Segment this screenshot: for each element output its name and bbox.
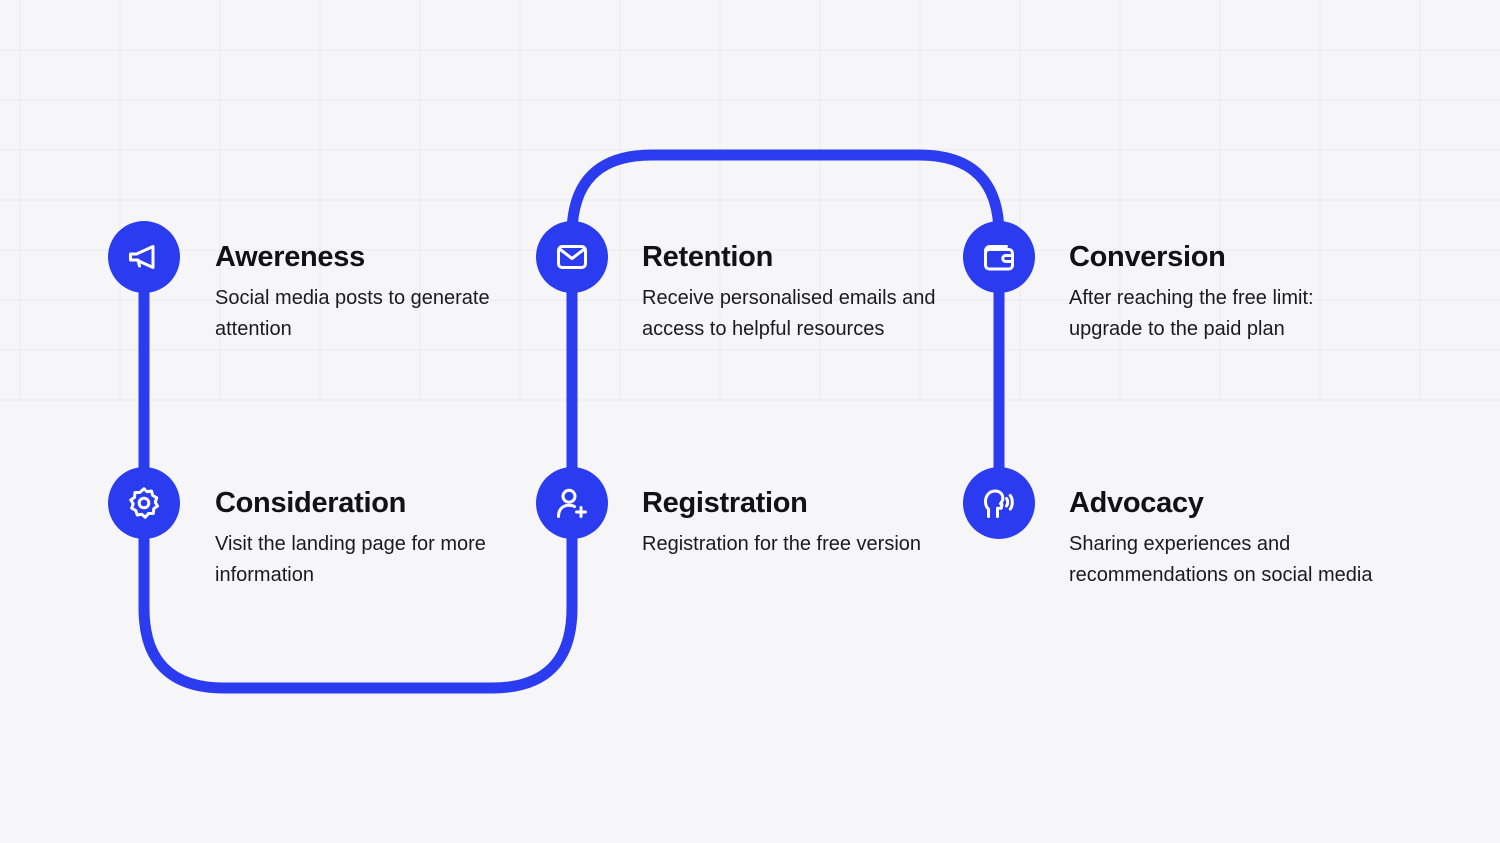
step-description: After reaching the free limit: upgrade t… xyxy=(1069,287,1314,340)
step-awareness: Awereness Social media posts to generate… xyxy=(215,239,555,345)
speaking-head-icon xyxy=(984,489,1014,518)
mail-icon xyxy=(557,245,587,269)
user-plus-icon xyxy=(557,488,587,518)
speaking-head-node xyxy=(963,467,1035,539)
step-description: Receive personalised emails and access t… xyxy=(642,287,936,340)
mail-node xyxy=(536,221,608,293)
step-title: Advocacy xyxy=(1069,487,1204,519)
wallet-icon xyxy=(984,245,1014,271)
user-plus-node xyxy=(536,467,608,539)
gear-node xyxy=(108,467,180,539)
step-description: Sharing experiences and recommendations … xyxy=(1069,533,1373,586)
wallet-node xyxy=(963,221,1035,293)
step-title: Retention xyxy=(642,241,774,273)
step-title: Consideration xyxy=(215,487,407,519)
gear-icon xyxy=(129,487,159,519)
step-description: Social media posts to generate attention xyxy=(215,287,490,340)
step-registration: Registration Registration for the free v… xyxy=(642,485,982,560)
step-description: Visit the landing page for more informat… xyxy=(215,533,486,586)
megaphone-node xyxy=(108,221,180,293)
step-retention: Retention Receive personalised emails an… xyxy=(642,239,982,345)
megaphone-icon xyxy=(129,245,155,269)
step-description: Registration for the free version xyxy=(642,533,922,555)
step-consideration: Consideration Visit the landing page for… xyxy=(215,485,555,591)
step-title: Conversion xyxy=(1069,241,1226,273)
step-title: Awereness xyxy=(215,241,365,273)
step-title: Registration xyxy=(642,487,808,519)
step-advocacy: Advocacy Sharing experiences and recomme… xyxy=(1069,485,1409,591)
step-conversion: Conversion After reaching the free limit… xyxy=(1069,239,1409,345)
